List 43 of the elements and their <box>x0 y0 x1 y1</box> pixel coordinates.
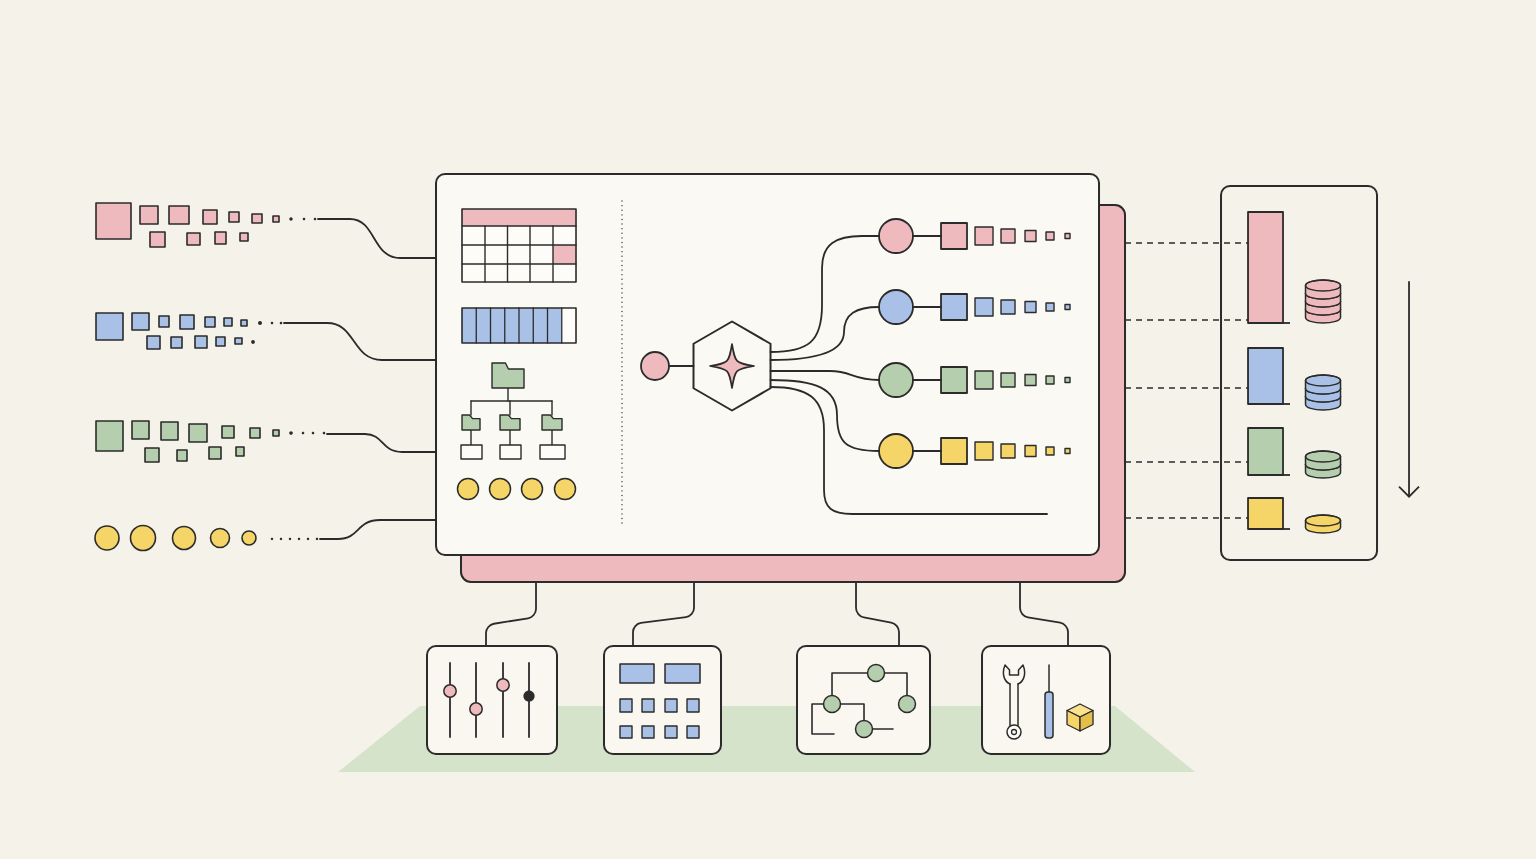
square-cluster <box>95 312 283 350</box>
tool-card <box>426 645 558 755</box>
square-cluster <box>95 420 326 463</box>
square <box>940 222 968 250</box>
circle <box>878 433 914 469</box>
connector-line <box>769 379 880 452</box>
square <box>940 366 968 394</box>
connector-line <box>769 386 1048 515</box>
connector-line <box>319 519 437 540</box>
dashed-line <box>1124 461 1249 463</box>
bar <box>1247 211 1291 324</box>
bar <box>1247 347 1291 405</box>
square <box>940 293 968 321</box>
dashed-line <box>1124 517 1249 519</box>
connector-line <box>912 379 942 381</box>
side-panel <box>1220 185 1378 561</box>
dashed-line <box>1124 387 1249 389</box>
connector-line <box>769 306 880 361</box>
connector-line <box>912 306 942 308</box>
connector-line <box>283 322 437 361</box>
connector-line <box>769 235 880 353</box>
dashed-line <box>1124 242 1249 244</box>
connector-line <box>326 433 437 453</box>
circle <box>640 351 670 381</box>
connector-line <box>485 581 537 647</box>
connector-line <box>912 450 942 452</box>
connector-line <box>317 218 437 259</box>
dashed-line <box>1124 319 1249 321</box>
connector-line <box>855 581 900 647</box>
square-cluster <box>95 202 317 248</box>
circle <box>878 289 914 325</box>
bar <box>1247 427 1291 476</box>
circle-cluster <box>94 524 319 552</box>
connector-line <box>769 370 880 381</box>
connector-line <box>668 365 695 367</box>
hexagon <box>692 320 772 412</box>
bar <box>1247 497 1291 530</box>
square <box>940 437 968 465</box>
connector-line <box>632 581 695 647</box>
connector-line <box>1019 581 1069 647</box>
connector-line <box>912 235 942 237</box>
circle <box>878 218 914 254</box>
circle <box>878 362 914 398</box>
